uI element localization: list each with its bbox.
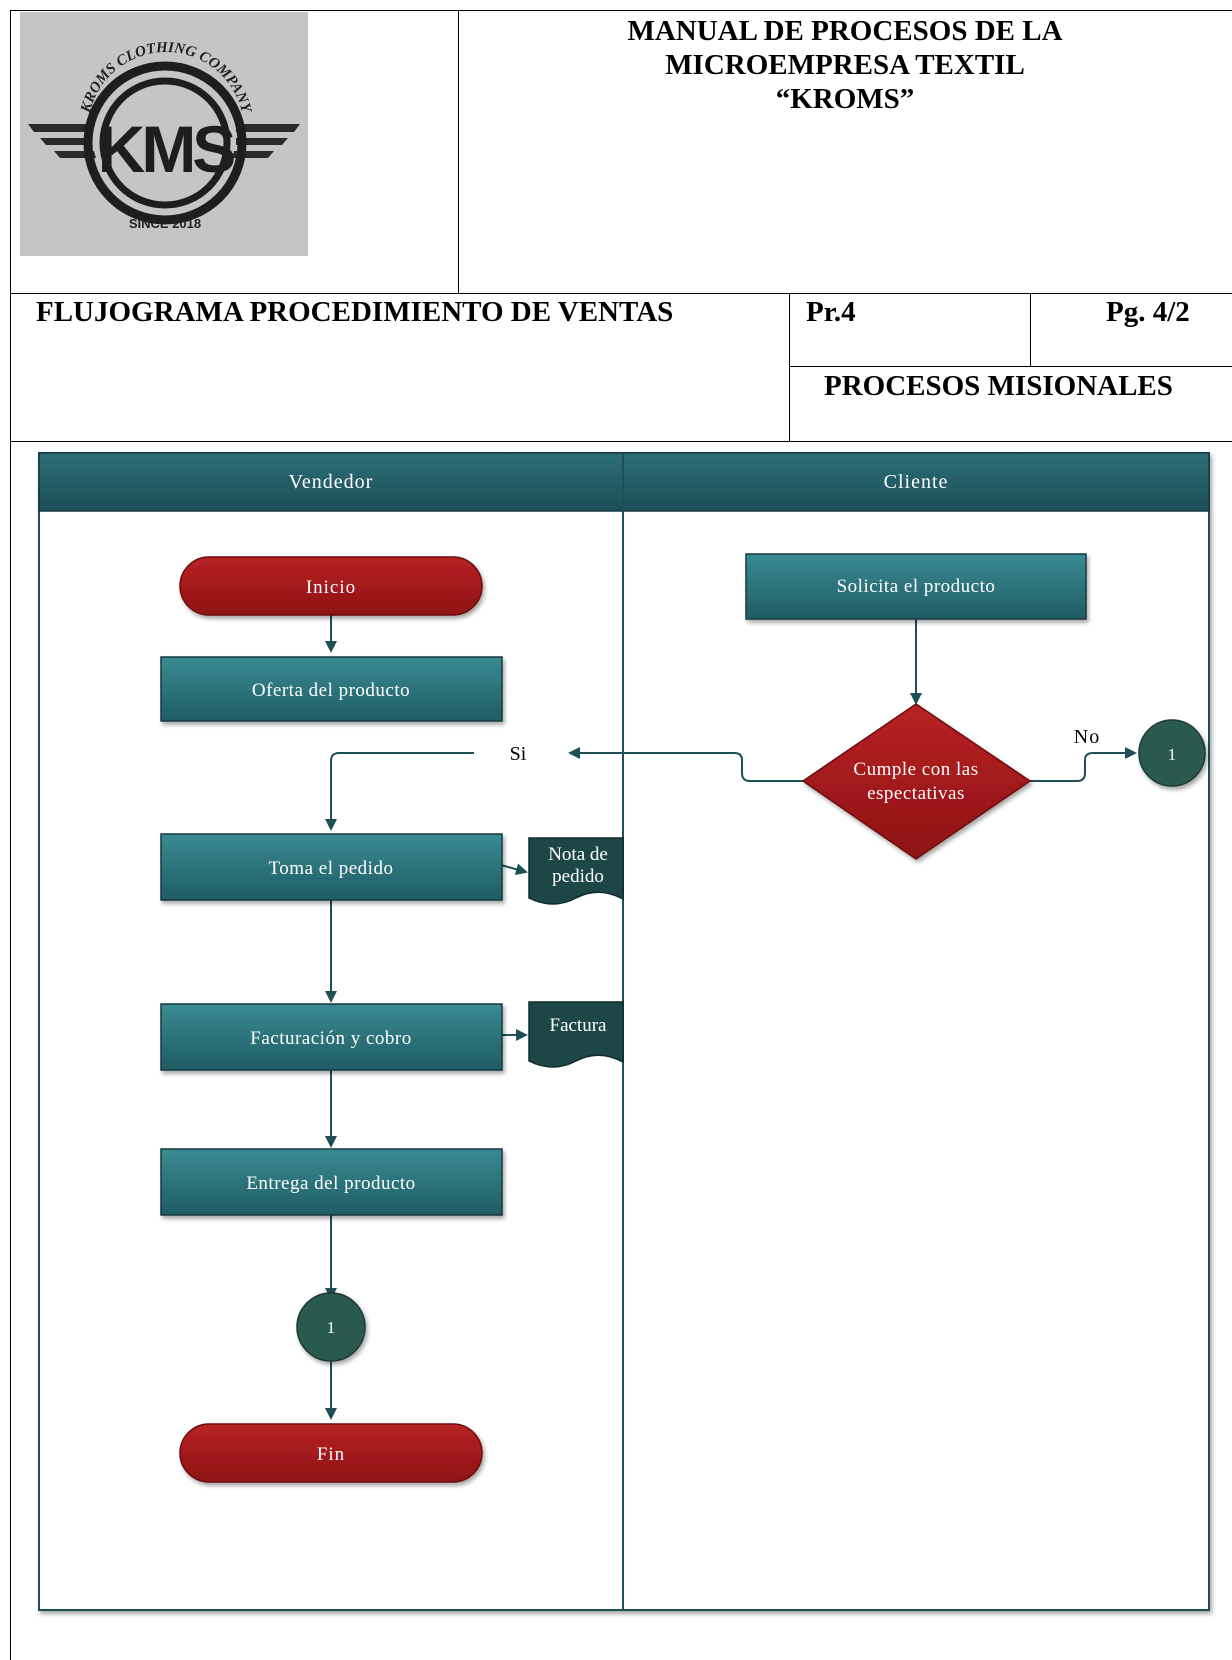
start-terminal-label: Inicio (306, 577, 356, 598)
process-oferta (160, 656, 503, 722)
header-subrow-divider (789, 366, 1232, 367)
process-facturacion (160, 1003, 503, 1071)
document-nota-line-2: pedido (552, 866, 604, 887)
header-divider-page (1030, 293, 1031, 366)
process-solicita (745, 553, 1087, 620)
lane-header-vendedor (38, 452, 624, 512)
logo-since-text: SINCE 2018 (129, 216, 201, 231)
process-oferta-label: Oferta del producto (252, 680, 410, 701)
document-factura-label: Factura (550, 1015, 608, 1036)
sales-flowchart: Vendedor Cliente Inicio Oferta del produ… (38, 452, 1210, 1611)
process-solicita-label: Solicita el producto (837, 576, 996, 597)
connector-out (1138, 719, 1206, 787)
connector-out-label: 1 (1168, 745, 1177, 764)
kms-logo-icon: KROMS CLOTHING COMPANY KMS SINCE 2018 (28, 40, 300, 231)
frame-top (10, 10, 1232, 11)
header-row-divider (10, 293, 1232, 294)
decision-expectativas (801, 703, 1032, 860)
connector-in-label: 1 (327, 1318, 336, 1337)
header-divider-code (789, 293, 790, 442)
page-number: Pg. 4/2 (1106, 296, 1190, 328)
process-entrega-label: Entrega del producto (246, 1173, 415, 1194)
procedure-title: FLUJOGRAMA PROCEDIMIENTO DE VENTAS (36, 296, 674, 328)
manual-title-line-3: “KROMS” (775, 83, 915, 115)
decision-label-line-1: Cumple con las (853, 759, 978, 780)
header-bottom (10, 441, 1232, 442)
header-divider-logo (458, 10, 459, 293)
manual-title-line-2: MICROEMPRESA TEXTIL (665, 49, 1025, 81)
document-nota-pedido (528, 837, 624, 905)
company-logo: KROMS CLOTHING COMPANY KMS SINCE 2018 (20, 12, 308, 256)
frame-left (10, 10, 11, 1660)
start-terminal (179, 556, 483, 616)
connector-in (296, 1292, 366, 1362)
end-terminal-label: Fin (317, 1444, 345, 1465)
lane-label-vendedor: Vendedor (289, 471, 374, 493)
logo-monogram: KMS (98, 112, 235, 186)
process-toma-pedido-label: Toma el pedido (269, 858, 394, 879)
document-factura (528, 1001, 624, 1068)
process-entrega (160, 1148, 503, 1216)
process-toma-pedido (160, 833, 503, 901)
manual-title-line-1: MANUAL DE PROCESOS DE LA (627, 15, 1063, 47)
process-facturacion-label: Facturación y cobro (250, 1028, 411, 1049)
lane-label-cliente: Cliente (884, 471, 949, 493)
procedure-code: Pr.4 (806, 296, 856, 328)
manual-title: MANUAL DE PROCESOS DE LA MICROEMPRESA TE… (458, 14, 1232, 116)
branch-label-no: No (1074, 726, 1100, 748)
lane-header-cliente (622, 452, 1210, 512)
decision-label-line-2: espectativas (867, 783, 965, 804)
branch-label-si: Si (510, 743, 527, 765)
process-type: PROCESOS MISIONALES (824, 370, 1173, 402)
end-terminal (179, 1423, 483, 1483)
document-nota-line-1: Nota de (548, 844, 608, 865)
